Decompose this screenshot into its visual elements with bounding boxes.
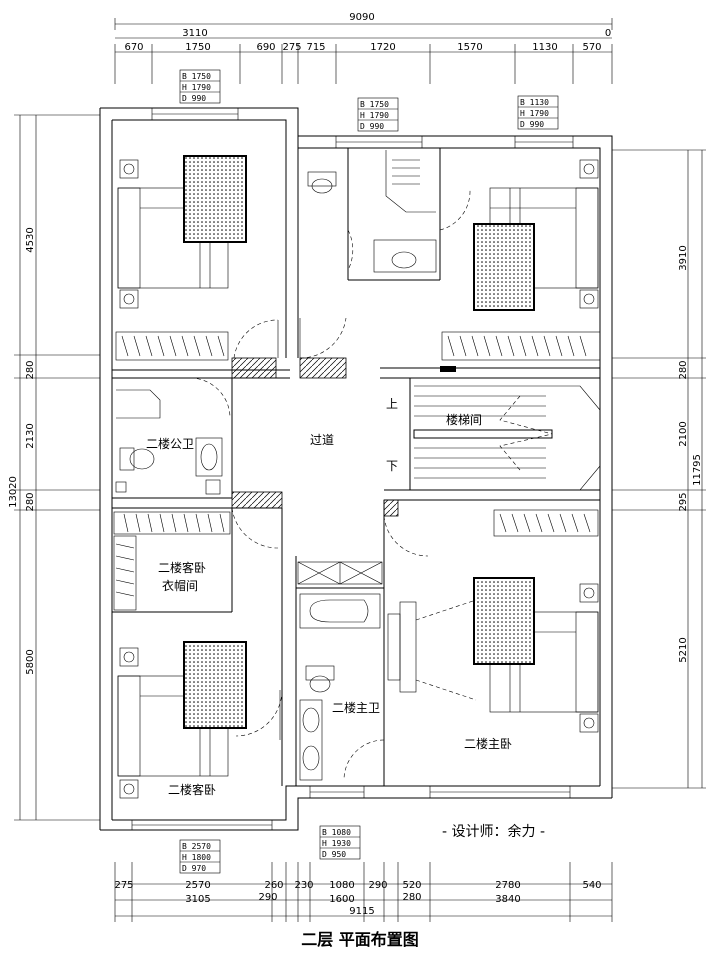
left-seg-4: 5800 <box>25 649 36 674</box>
bottom-total-dim: 9115 <box>349 906 374 917</box>
svg-text:H 1790: H 1790 <box>360 111 389 120</box>
ne-bed <box>473 159 599 311</box>
public-bath-fixtures <box>115 389 223 495</box>
bottom-small-1: 280 <box>402 892 421 903</box>
top-total-dim: 9090 <box>349 12 374 23</box>
designer-credit: - 设计师：余力 - <box>442 823 545 840</box>
top-seg-8: 570 <box>582 42 601 53</box>
wall-windows <box>131 107 574 831</box>
bottom-seg-3: 230 <box>294 880 313 891</box>
stairs <box>413 366 601 491</box>
window-spec-w2: B 1750 H 1790 D 990 <box>357 97 399 132</box>
ne-wardrobe <box>441 331 601 361</box>
label-guest-bed: 二楼客卧 <box>168 782 216 797</box>
top-seg-7: 1130 <box>532 42 557 53</box>
right-seg-3: 295 <box>678 492 689 511</box>
walls <box>99 107 613 831</box>
bottom-dimensions: 275 2570 260 230 1080 290 520 2780 540 2… <box>114 862 613 922</box>
svg-text:B 1750: B 1750 <box>360 100 389 109</box>
bottom-seg-7: 2780 <box>495 880 520 891</box>
left-seg-3: 280 <box>25 492 36 511</box>
doors <box>189 189 471 781</box>
bottom-sub-2: 3840 <box>495 894 520 905</box>
window-spec-w5: B 1080 H 1930 D 950 <box>319 825 361 860</box>
label-corridor: 过道 <box>310 433 334 447</box>
svg-text:D 990: D 990 <box>182 94 206 103</box>
label-stair-down: 下 <box>386 459 398 473</box>
left-seg-1: 280 <box>25 360 36 379</box>
svg-text:H 1790: H 1790 <box>182 83 211 92</box>
nw-wardrobe <box>115 331 229 361</box>
svg-text:B 1080: B 1080 <box>322 828 351 837</box>
window-spec-w3: B 1130 H 1790 D 990 <box>517 95 559 130</box>
ne-bath-fixtures <box>307 150 437 273</box>
label-guest-closet-2: 衣帽间 <box>162 578 198 593</box>
bottom-seg-0: 275 <box>114 880 133 891</box>
left-total-dim: 13020 <box>8 476 19 508</box>
label-public-bath: 二楼公卫 <box>146 436 194 451</box>
window-spec-w1: B 1750 H 1790 D 990 <box>179 69 221 104</box>
right-seg-2: 2100 <box>678 421 689 446</box>
master-desk <box>387 599 477 701</box>
label-guest-closet-1: 二楼客卧 <box>158 560 206 575</box>
bottom-seg-6: 520 <box>402 880 421 891</box>
right-dimensions: 3910 280 2100 295 5210 11795 <box>612 149 706 789</box>
bottom-seg-1: 2570 <box>185 880 210 891</box>
svg-text:H 1800: H 1800 <box>182 853 211 862</box>
left-dimensions: 4530 280 2130 280 5800 13020 <box>8 114 100 821</box>
bottom-small-0: 290 <box>258 892 277 903</box>
svg-text:B 1130: B 1130 <box>520 98 549 107</box>
label-master-bed: 二楼主卧 <box>464 736 512 751</box>
nw-bed <box>117 155 247 309</box>
bottom-sub-1: 1600 <box>329 894 354 905</box>
left-seg-0: 4530 <box>25 227 36 252</box>
top-seg-1: 1750 <box>185 42 210 53</box>
top-dimensions: 9090 3110 0 670 1750 690 275 715 1720 15… <box>114 12 613 84</box>
label-stair-up: 上 <box>386 397 398 411</box>
svg-text:B 1750: B 1750 <box>182 72 211 81</box>
bottom-seg-2: 260 <box>264 880 283 891</box>
window-spec-w4: B 2570 H 1800 D 970 <box>179 839 221 874</box>
left-seg-2: 2130 <box>25 423 36 448</box>
svg-text:H 1930: H 1930 <box>322 839 351 848</box>
right-seg-1: 280 <box>678 360 689 379</box>
hatched-walls <box>231 357 399 585</box>
svg-text:D 970: D 970 <box>182 864 206 873</box>
label-stairwell: 楼梯间 <box>446 412 482 427</box>
bottom-seg-5: 290 <box>368 880 387 891</box>
drawing-title: 二层 平面布置图 <box>301 930 419 949</box>
top-seg-6: 1570 <box>457 42 482 53</box>
label-master-bath: 二楼主卫 <box>332 700 380 715</box>
guest-bed <box>117 641 281 799</box>
top-zero-dim: 0 <box>605 28 611 39</box>
top-seg-5: 1720 <box>370 42 395 53</box>
top-seg-3: 275 <box>282 42 301 53</box>
top-seg-0: 670 <box>124 42 143 53</box>
bottom-seg-4: 1080 <box>329 880 354 891</box>
master-wardrobe <box>493 509 599 537</box>
right-seg-4: 5210 <box>678 637 689 662</box>
svg-text:D 990: D 990 <box>520 120 544 129</box>
bottom-sub-0: 3105 <box>185 894 210 905</box>
master-bath-fixtures <box>299 593 381 781</box>
master-bed <box>473 577 599 733</box>
guest-closet-wardrobe <box>113 511 231 611</box>
right-seg-0: 3910 <box>678 245 689 270</box>
top-seg-2: 690 <box>256 42 275 53</box>
top-sub-dim: 3110 <box>182 28 207 39</box>
svg-text:H 1790: H 1790 <box>520 109 549 118</box>
svg-text:B 2570: B 2570 <box>182 842 211 851</box>
top-seg-4: 715 <box>306 42 325 53</box>
right-total-dim: 11795 <box>692 454 703 486</box>
svg-text:D 950: D 950 <box>322 850 346 859</box>
bottom-seg-8: 540 <box>582 880 601 891</box>
svg-text:D 990: D 990 <box>360 122 384 131</box>
